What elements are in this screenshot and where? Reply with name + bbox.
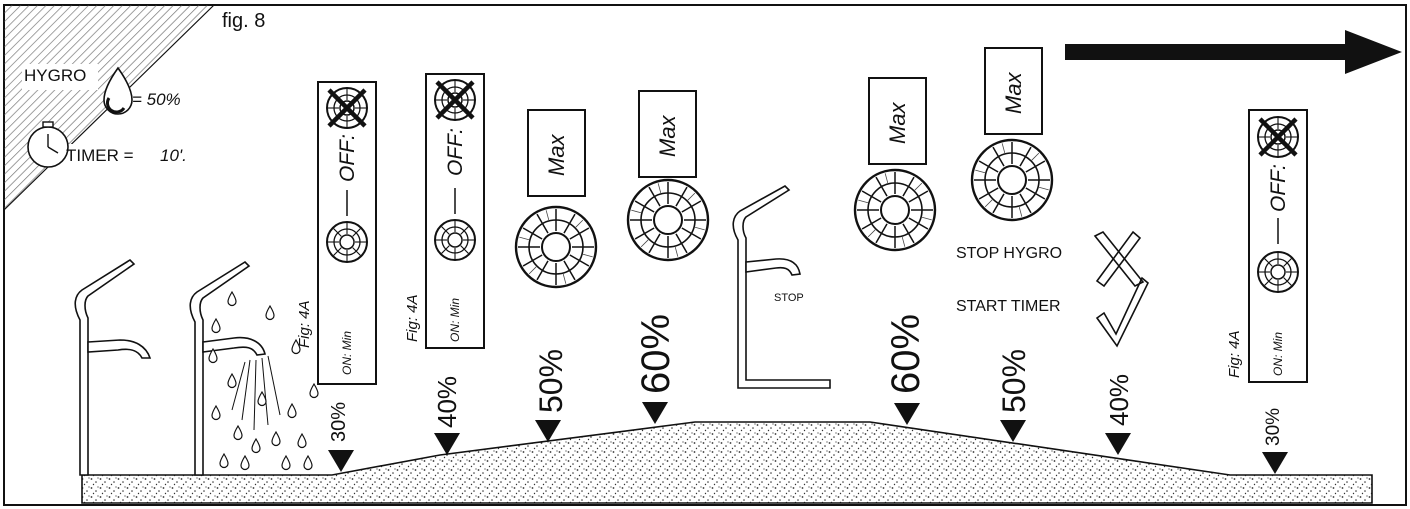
shower-wall-1 — [74, 258, 152, 476]
mode-label-1: Fig: 4A — [296, 300, 313, 348]
stop-hygro-label: STOP HYGRO — [956, 245, 1063, 262]
fan-off-icon — [435, 80, 475, 120]
max-label-4: Max — [655, 115, 680, 157]
max-box-4 — [638, 90, 697, 178]
on-label-8: ON: Min — [1271, 331, 1285, 376]
fan-max-icon — [970, 138, 1054, 222]
pointer-arrow-1 — [328, 450, 354, 472]
mode-label-2: Fig: 4A — [404, 294, 421, 342]
fan-max-icon — [514, 205, 598, 289]
max-label-6: Max — [1001, 72, 1026, 114]
check-icon — [1095, 276, 1149, 348]
humidity-label-1: 30% — [328, 401, 350, 442]
pointer-arrow-5 — [894, 403, 920, 425]
timer-label: TIMER = — [66, 146, 134, 165]
humidity-ground — [81, 421, 1373, 504]
cross-icon — [1093, 230, 1145, 288]
timeline-arrow — [1065, 30, 1402, 74]
start-timer-label: START TIMER — [956, 298, 1061, 315]
humidity-label-6: 50% — [996, 348, 1032, 413]
hygro-value: = 50% — [132, 90, 181, 109]
on-label-1: ON: Min — [340, 330, 354, 375]
pointer-arrow-2 — [434, 433, 460, 455]
shower-wall-2 — [189, 260, 281, 476]
stop-label: STOP — [774, 292, 804, 304]
timer-value: 10'. — [160, 146, 187, 165]
max-label-5: Max — [885, 102, 910, 144]
humidity-label-4: 60% — [634, 313, 678, 394]
timer-clock-icon — [27, 121, 69, 168]
pointer-arrow-3 — [535, 420, 561, 442]
on-label-2: ON: Min — [448, 297, 462, 342]
humidity-label-5: 60% — [884, 313, 928, 394]
pointer-arrow-7 — [1105, 433, 1131, 455]
fan-max-icon — [626, 178, 710, 262]
pointer-arrow-4 — [642, 402, 668, 424]
max-box-6 — [984, 47, 1043, 135]
figure-title: fig. 8 — [222, 10, 266, 32]
fan-off-icon — [1258, 117, 1298, 157]
mode-label-8: Fig: 4A — [1226, 330, 1243, 378]
fan-min-icon — [326, 221, 368, 263]
shower-wall-stopped — [732, 185, 831, 389]
fan-off-icon — [327, 88, 367, 128]
max-box-3 — [527, 109, 586, 197]
off-label-8: OFF: — [1267, 164, 1290, 212]
fan-min-icon — [434, 219, 476, 261]
pointer-arrow-8 — [1262, 452, 1288, 474]
hygro-label: HYGRO — [24, 66, 87, 85]
humidity-label-3: 50% — [533, 348, 569, 413]
humidity-label-7: 40% — [1104, 373, 1134, 426]
pointer-arrow-6 — [1000, 420, 1026, 442]
fan-max-icon — [853, 168, 937, 252]
humidity-label-8: 30% — [1263, 407, 1284, 446]
max-box-5 — [868, 77, 927, 165]
off-label-2: OFF: — [444, 128, 467, 176]
fan-min-icon — [1257, 251, 1299, 293]
max-label-3: Max — [544, 134, 569, 176]
off-label-1: OFF: — [336, 134, 359, 182]
outer-border — [3, 4, 1407, 506]
humidity-label-2: 40% — [432, 375, 462, 428]
humidity-drop-icon — [103, 66, 133, 115]
